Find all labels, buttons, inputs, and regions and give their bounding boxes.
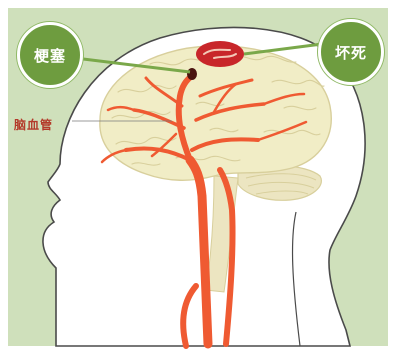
necrosis-label: 坏死 bbox=[335, 42, 367, 63]
necrosis-label-bubble: 坏死 bbox=[318, 19, 384, 85]
infarction-label-bubble: 梗塞 bbox=[17, 22, 83, 88]
infarction-clot-icon bbox=[187, 68, 197, 80]
vessel-label: 脑血管 bbox=[14, 116, 53, 133]
infarction-label: 梗塞 bbox=[34, 45, 66, 66]
